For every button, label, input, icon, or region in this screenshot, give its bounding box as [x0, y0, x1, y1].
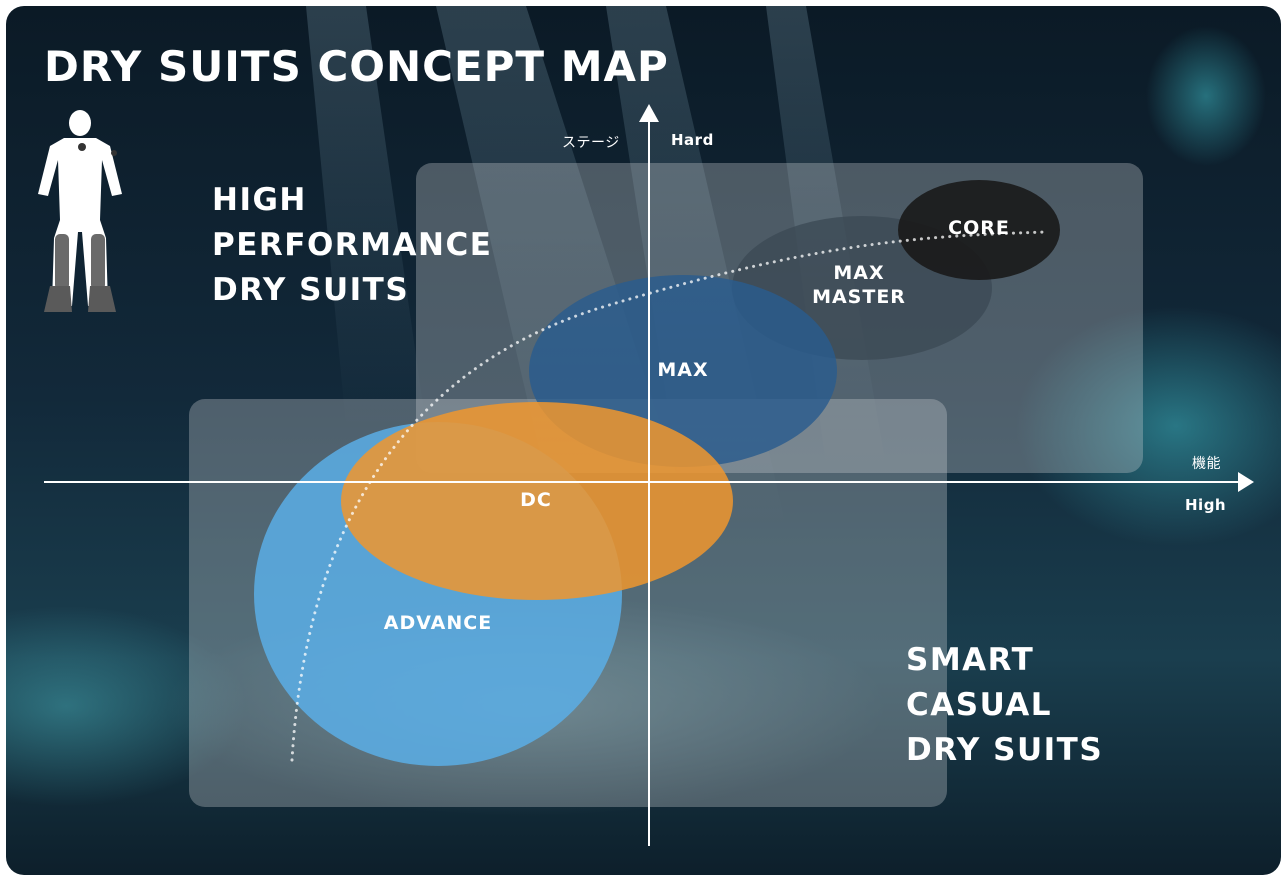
smart-casual-label: SMART CASUAL DRY SUITS — [906, 638, 1103, 773]
dry-suit-icon — [38, 110, 122, 312]
high-performance-line: HIGH — [212, 182, 307, 218]
smart-casual-line: CASUAL — [906, 687, 1053, 723]
max-master-line: MASTER — [812, 286, 906, 308]
high-performance-line: DRY SUITS — [212, 272, 410, 308]
smart-casual-line: SMART — [906, 642, 1035, 678]
concept-map: DRY SUITS CONCEPT MAP HIGH PERFORMANCE D… — [6, 6, 1281, 875]
y-axis-name: ステージ — [562, 135, 620, 151]
dc-label: DC — [520, 489, 552, 511]
advance-label: ADVANCE — [383, 612, 493, 634]
background-glow — [1146, 26, 1266, 166]
high-performance-label: HIGH PERFORMANCE DRY SUITS — [212, 178, 492, 313]
y-axis-end-label: Hard — [671, 131, 714, 149]
smart-casual-line: DRY SUITS — [906, 732, 1104, 768]
arrow-right-icon — [1238, 472, 1254, 492]
max-master-line: MAX — [833, 262, 885, 284]
arrow-up-icon — [639, 104, 659, 122]
light-ray — [306, 6, 426, 426]
high-performance-line: PERFORMANCE — [212, 227, 493, 263]
page-title: DRY SUITS CONCEPT MAP — [44, 42, 669, 91]
background-glow — [1016, 306, 1281, 546]
x-axis-end-label: High — [1185, 496, 1227, 514]
map-graphic — [6, 6, 1281, 875]
core-label: CORE — [948, 217, 1010, 239]
core-ellipse — [898, 180, 1060, 280]
max-master-label: MAX MASTER — [812, 261, 906, 309]
dc-ellipse — [341, 402, 733, 600]
max-label: MAX — [657, 359, 709, 381]
background-glow — [6, 606, 246, 806]
trend-curve — [290, 230, 1048, 762]
x-axis-name: 機能 — [1192, 456, 1221, 472]
